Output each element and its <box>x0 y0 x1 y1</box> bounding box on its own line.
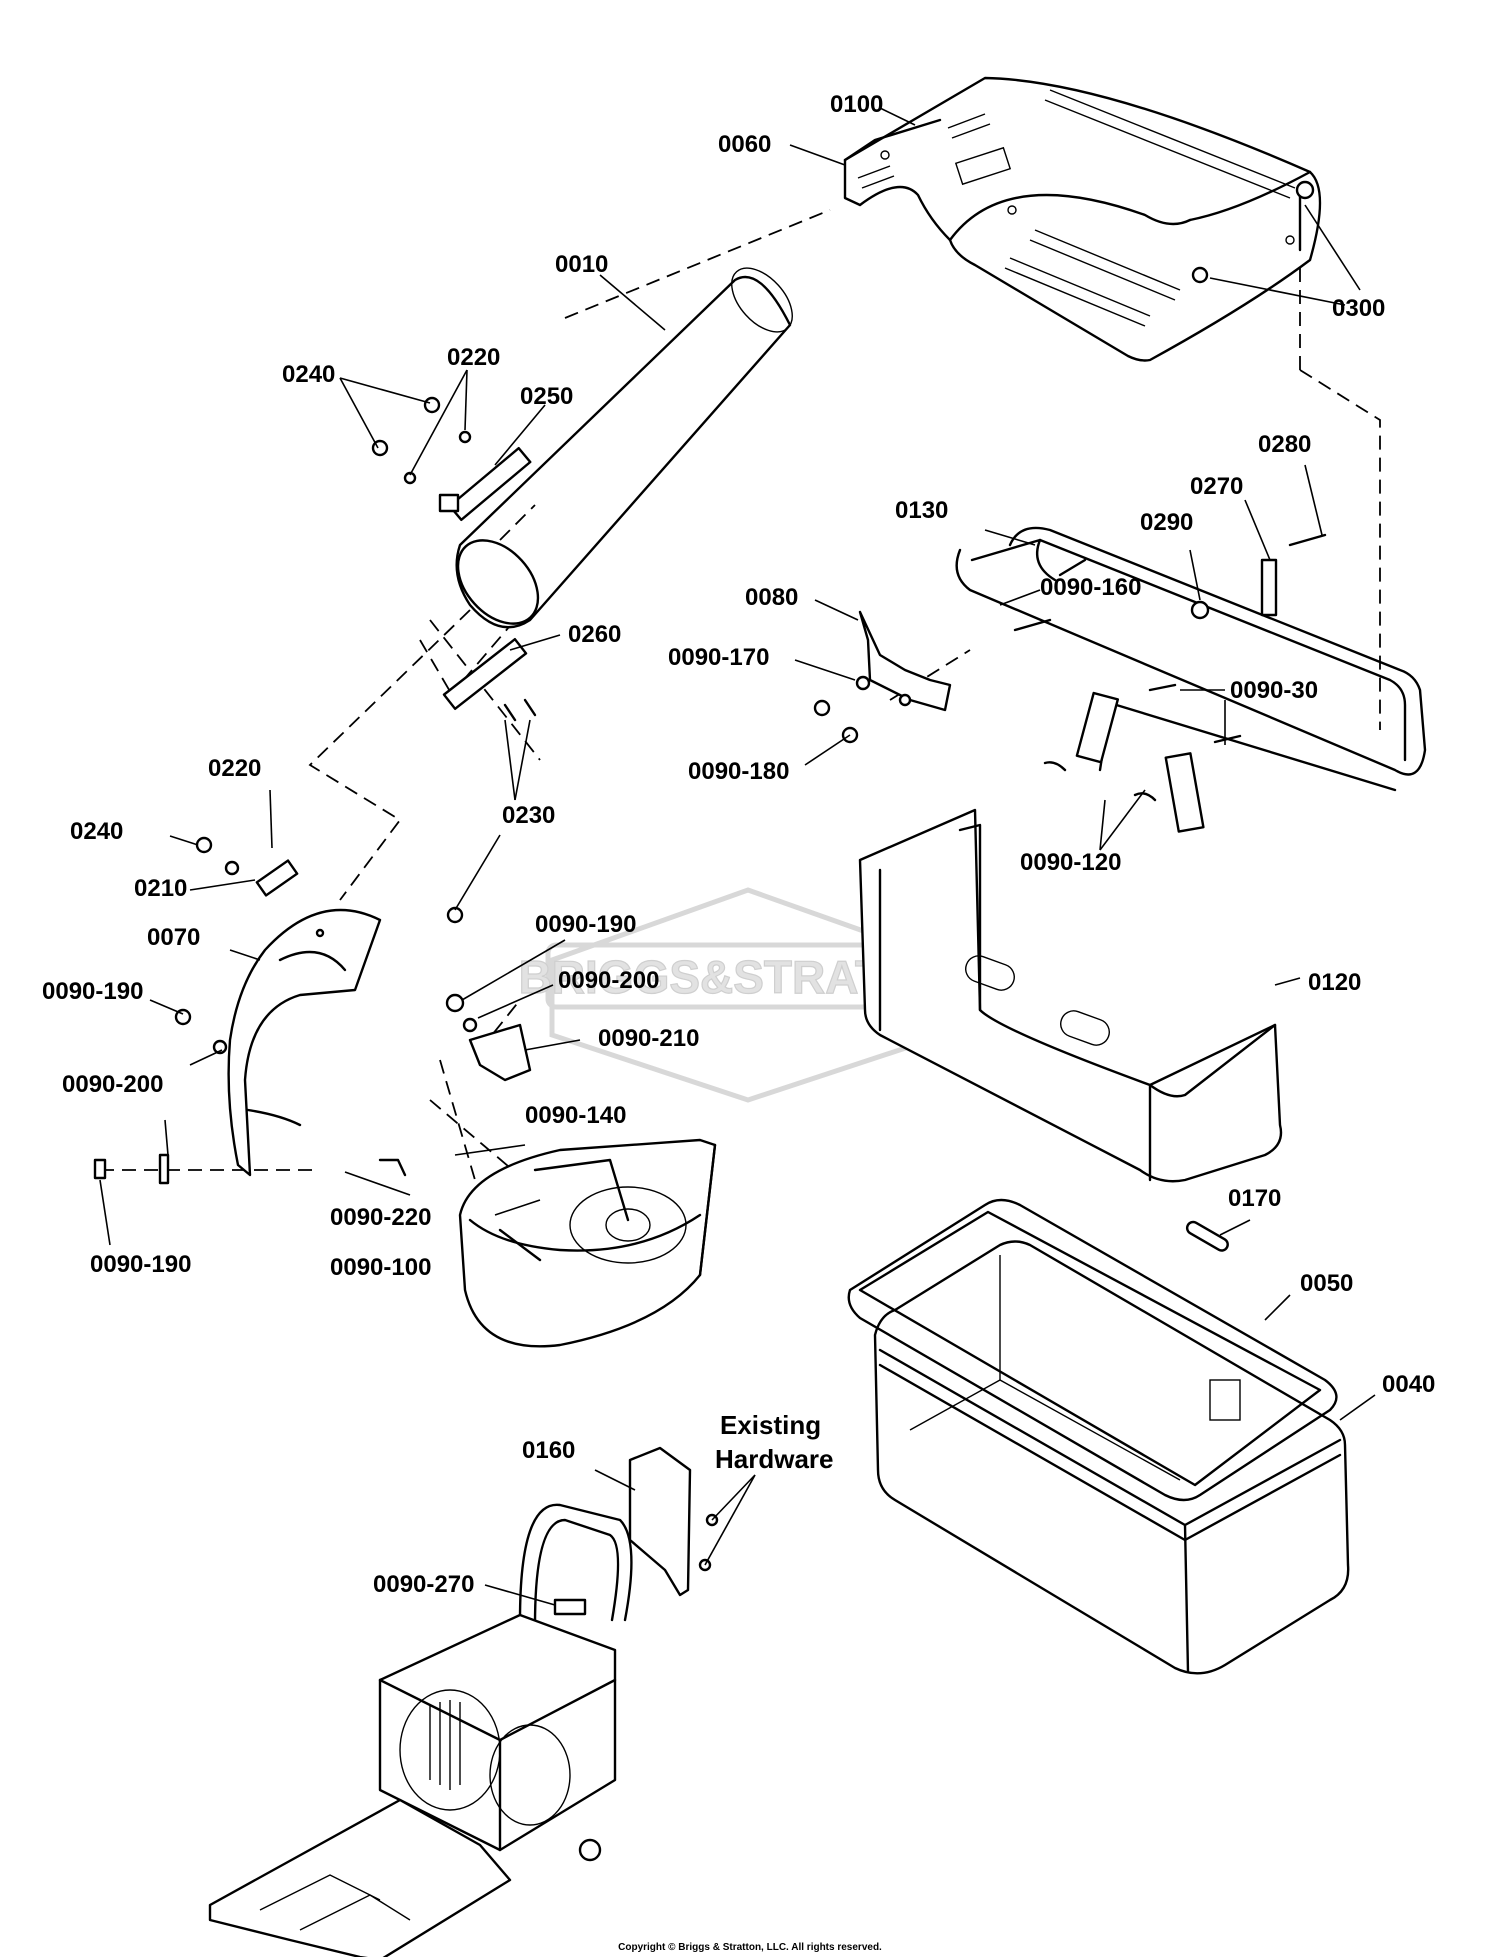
bracket-0160 <box>628 1446 719 1597</box>
label-0010: 0010 <box>555 251 608 278</box>
bag-rim-0050 <box>847 1198 1338 1502</box>
deflector-0080 <box>813 610 952 744</box>
note-hardware: Hardware <box>715 1444 834 1474</box>
label-0050: 0050 <box>1300 1270 1353 1297</box>
label-0240-a: 0240 <box>282 361 335 388</box>
label-0090-220: 0090-220 <box>330 1204 431 1231</box>
label-0090-180: 0090-180 <box>688 758 789 785</box>
label-0060: 0060 <box>718 131 771 158</box>
label-0240-b: 0240 <box>70 818 123 845</box>
label-0120: 0120 <box>1308 969 1361 996</box>
label-0290: 0290 <box>1140 509 1193 536</box>
label-0090-100: 0090-100 <box>330 1254 431 1281</box>
chute-flap-0090-210 <box>445 906 532 1082</box>
label-0210: 0210 <box>134 875 187 902</box>
label-0080: 0080 <box>745 584 798 611</box>
tractor-chassis <box>208 1503 633 1957</box>
label-0270: 0270 <box>1190 473 1243 500</box>
label-0280: 0280 <box>1258 431 1311 458</box>
rear-panel-0120 <box>858 808 1283 1183</box>
grass-box-0040 <box>873 1240 1350 1675</box>
copyright-notice: Copyright © Briggs & Stratton, LLC. All … <box>618 1942 882 1953</box>
label-0090-210: 0090-210 <box>598 1025 699 1052</box>
label-0090-200-b: 0090-200 <box>62 1071 163 1098</box>
label-0090-270: 0090-270 <box>373 1571 474 1598</box>
label-0090-140: 0090-140 <box>525 1102 626 1129</box>
label-0090-170: 0090-170 <box>668 644 769 671</box>
leader-lines <box>99 107 1376 1606</box>
label-0090-190-b: 0090-190 <box>42 978 143 1005</box>
discharge-tube-0010 <box>455 267 793 629</box>
chute-elbow-0070 <box>174 836 382 1177</box>
top-cover-0060 <box>843 76 1322 362</box>
label-0090-190-a: 0090-190 <box>535 911 636 938</box>
pin-0170 <box>1185 1220 1229 1252</box>
label-0090-120: 0090-120 <box>1020 849 1121 876</box>
label-0220-b: 0220 <box>208 755 261 782</box>
bagger-frame-0130 <box>955 526 1427 833</box>
label-0170: 0170 <box>1228 1185 1281 1212</box>
label-0040: 0040 <box>1382 1371 1435 1398</box>
part-labels: 0100 0060 0010 0300 0240 0220 0250 0280 … <box>42 91 1435 1598</box>
label-0070: 0070 <box>147 924 200 951</box>
label-0250: 0250 <box>520 383 573 410</box>
label-0300: 0300 <box>1332 295 1385 322</box>
note-existing: Existing <box>720 1410 821 1440</box>
label-0230: 0230 <box>502 802 555 829</box>
label-0220-a: 0220 <box>447 344 500 371</box>
label-0090-200-a: 0090-200 <box>558 967 659 994</box>
label-0160: 0160 <box>522 1437 575 1464</box>
label-0100: 0100 <box>830 91 883 118</box>
label-0090-160: 0090-160 <box>1040 574 1141 601</box>
bracket-0260 <box>442 638 537 722</box>
hardware-0220-0240-0250 <box>371 396 532 522</box>
label-0090-30: 0090-30 <box>1230 677 1318 704</box>
label-0090-190-c: 0090-190 <box>90 1251 191 1278</box>
label-0260: 0260 <box>568 621 621 648</box>
mower-deck <box>93 1138 717 1348</box>
label-0130: 0130 <box>895 497 948 524</box>
